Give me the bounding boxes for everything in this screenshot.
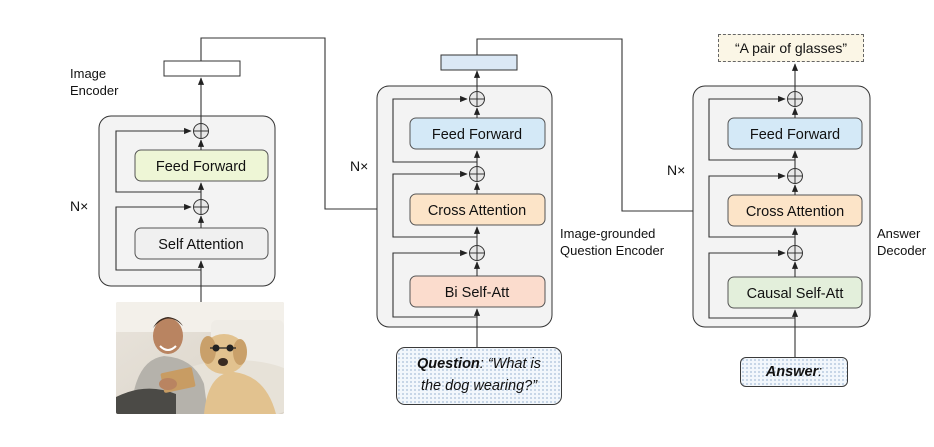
question-encoder-feed-forward-label: Feed Forward <box>432 127 522 143</box>
question-encoder-cross-attention-label: Cross Attention <box>428 203 526 219</box>
answer-decoder-add-node-bottom <box>787 245 803 261</box>
answer-decoder-add-node-mid <box>787 168 803 184</box>
question-encoder-title-line2: Question Encoder <box>560 243 665 258</box>
image-encoder-add-node-top <box>193 123 209 139</box>
image-encoder-title-line2: Encoder <box>70 83 119 98</box>
image-encoder-title-line1: Image <box>70 66 106 81</box>
question-input-label: Question <box>416 356 480 372</box>
answer-decoder-repeat-label: N× <box>667 162 685 178</box>
question-encoder-title-line1: Image-grounded <box>560 226 655 241</box>
answer-input-label: Answer <box>765 364 819 380</box>
question-encoder-add-node-top <box>469 91 485 107</box>
image-encoder-container <box>98 115 276 287</box>
question-encoder-bi-self-att-label: Bi Self-Att <box>445 285 509 301</box>
answer-decoder-add-node-top <box>787 91 803 107</box>
image-encoder-add-node-mid <box>193 199 209 215</box>
answer-decoder-title-line2: Decoder <box>877 243 927 258</box>
answer-input-suffix: : <box>818 364 823 380</box>
answer-decoder-edges <box>708 63 799 357</box>
answer-output-box: “A pair of glasses” <box>718 34 864 62</box>
question-encoder-output-token <box>440 54 518 71</box>
question-input-text-line1: : “What is <box>479 356 542 372</box>
image-encoder-output-token <box>163 60 241 77</box>
answer-decoder-cross-attention-label: Cross Attention <box>746 204 844 220</box>
answer-decoder-feed-forward-label: Feed Forward <box>750 127 840 143</box>
answer-output-text: “A pair of glasses” <box>734 40 848 56</box>
answer-input-box: Answer: <box>740 357 848 387</box>
image-encoder-repeat-label: N× <box>70 198 88 214</box>
question-encoder-add-node-mid <box>469 166 485 182</box>
image-encoder-edges <box>115 37 409 302</box>
answer-decoder-title-line1: Answer <box>877 226 921 241</box>
answer-decoder-causal-self-att-label: Causal Self-Att <box>747 286 844 302</box>
question-encoder-repeat-label: N× <box>350 158 368 174</box>
input-photo-man-with-dog <box>116 302 284 414</box>
image-encoder-self-attention-label: Self Attention <box>158 237 243 253</box>
question-input-text-line2: the dog wearing?” <box>420 378 538 394</box>
question-input-box: Question: “What is the dog wearing?” <box>396 347 562 405</box>
image-encoder-feed-forward-label: Feed Forward <box>156 159 246 175</box>
question-encoder-add-node-bottom <box>469 245 485 261</box>
question-encoder-edges <box>392 38 726 347</box>
